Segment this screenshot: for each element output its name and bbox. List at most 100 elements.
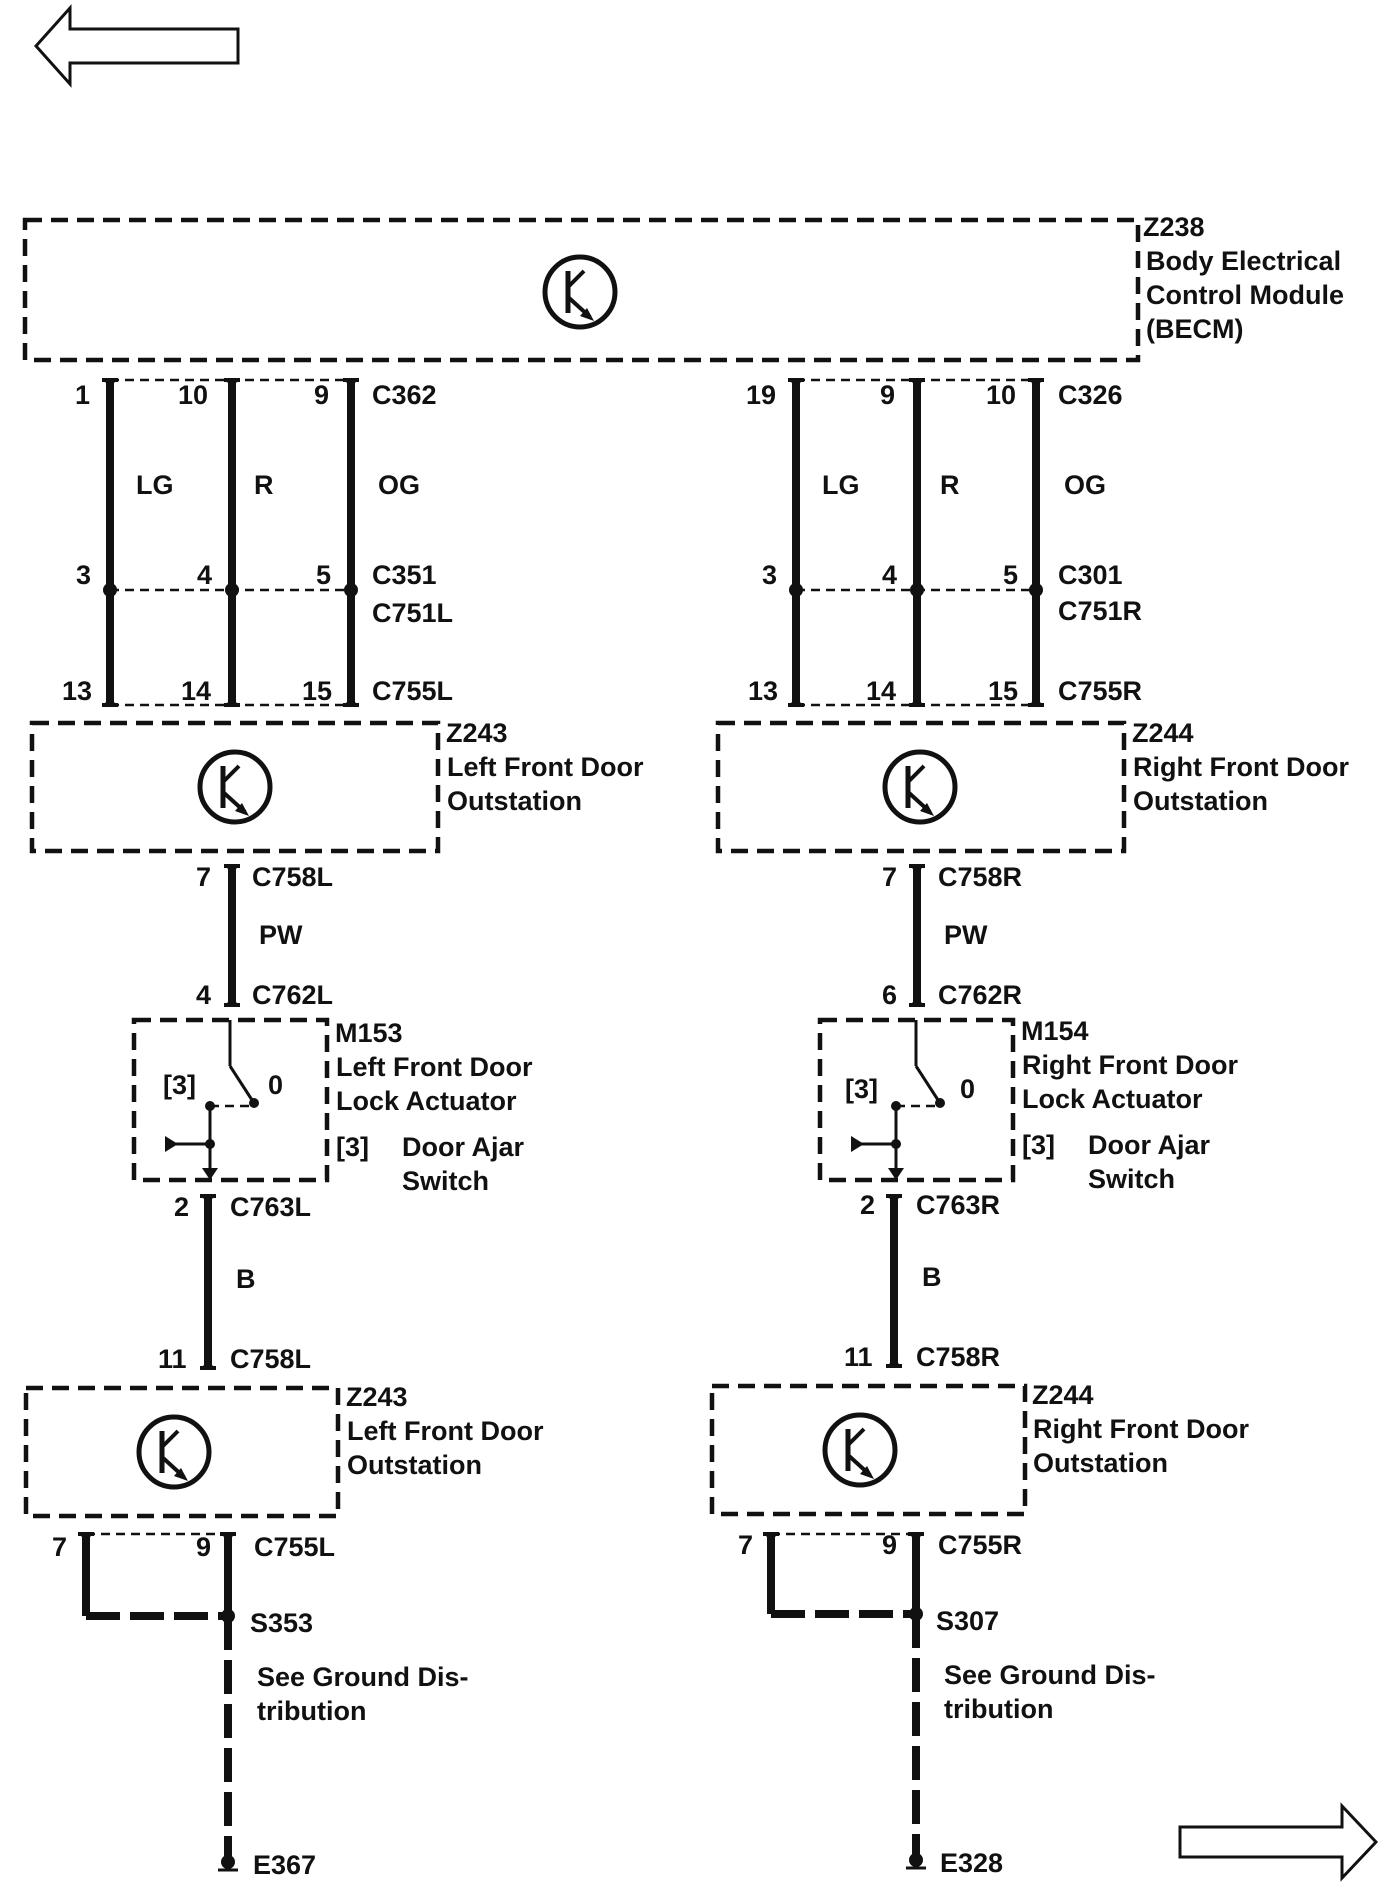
- left-outstation-bottom-id: Z243: [346, 1382, 408, 1412]
- becm-name-line3: (BECM): [1146, 314, 1243, 344]
- becm-name-line2: Control Module: [1146, 280, 1344, 310]
- right-outstation-top-id: Z244: [1132, 718, 1194, 748]
- right-outstation-top-box: [715, 720, 1127, 854]
- left-ajar-ref: [3]: [336, 1132, 369, 1162]
- right-wire-color-1: LG: [822, 470, 860, 500]
- right-outstation-top-line2: Outstation: [1133, 786, 1268, 816]
- left-b-connector-bottom: C758L: [230, 1344, 311, 1374]
- right-wire-color-3: OG: [1064, 470, 1106, 500]
- left-outstation-top-line2: Outstation: [447, 786, 582, 816]
- right-ground-connector: C755R: [938, 1530, 1022, 1560]
- left-ground-connector: C755L: [254, 1532, 335, 1562]
- left-pw-pin-top: 7: [196, 862, 211, 892]
- transistor-icon: [545, 257, 615, 327]
- prev-page-arrow[interactable]: [33, 4, 240, 88]
- right-mid-pin-3: 5: [1003, 560, 1018, 590]
- left-wire-color-1: LG: [136, 470, 174, 500]
- right-circuit: 19 9 10 C326 LG R OG 3 4 5 C301 C751R 13…: [709, 378, 1349, 1878]
- left-outstation-bottom-line1: Left Front Door: [347, 1416, 544, 1446]
- right-outstation-top-line1: Right Front Door: [1133, 752, 1349, 782]
- left-wire-color-2: R: [254, 470, 274, 500]
- left-upper-pin-2: 10: [178, 380, 208, 410]
- right-ajar-ref: [3]: [1022, 1130, 1055, 1160]
- arrow-left-icon: [33, 4, 240, 88]
- right-pw-pin-top: 7: [882, 862, 897, 892]
- right-outstation-bottom-id: Z244: [1032, 1380, 1094, 1410]
- arrow-right-icon: [1178, 1802, 1379, 1882]
- right-b-color: B: [922, 1262, 942, 1292]
- right-mid-connector-top: C301: [1058, 560, 1123, 590]
- right-lower-pin-3: 15: [988, 676, 1018, 706]
- right-note-line2: tribution: [944, 1694, 1053, 1724]
- right-ajar-line1: Door Ajar: [1088, 1130, 1211, 1160]
- left-ajar-line2: Switch: [402, 1166, 489, 1196]
- right-outstation-bottom-line1: Right Front Door: [1033, 1414, 1249, 1444]
- right-actuator-switch-label: [3]: [845, 1074, 878, 1104]
- right-actuator-box: [817, 1017, 1016, 1183]
- left-actuator-line1: Left Front Door: [336, 1052, 533, 1082]
- right-mid-pin-1: 3: [762, 560, 777, 590]
- left-mid-pin-3: 5: [316, 560, 331, 590]
- left-lower-pin-1: 13: [62, 676, 92, 706]
- transistor-icon: [825, 1415, 895, 1485]
- right-lower-connector: C755R: [1058, 676, 1142, 706]
- left-ground-point: E367: [253, 1850, 316, 1880]
- left-upper-connector: C362: [372, 380, 437, 410]
- right-mid-pin-2: 4: [882, 560, 897, 590]
- right-ground-pin-2: 9: [882, 1530, 897, 1560]
- right-ajar-line2: Switch: [1088, 1164, 1175, 1194]
- right-upper-pin-2: 9: [880, 380, 895, 410]
- right-lower-pin-1: 13: [748, 676, 778, 706]
- transistor-icon: [200, 752, 270, 822]
- left-ground-pin-1: 7: [52, 1532, 67, 1562]
- right-wire-color-2: R: [940, 470, 960, 500]
- next-page-arrow[interactable]: [1178, 1802, 1379, 1882]
- left-outstation-bottom-box: [23, 1385, 341, 1519]
- transistor-icon: [139, 1417, 209, 1487]
- left-lower-connector: C755L: [372, 676, 453, 706]
- left-ground-pin-2: 9: [196, 1532, 211, 1562]
- becm-id: Z238: [1143, 212, 1205, 242]
- left-upper-pin-3: 9: [314, 380, 329, 410]
- left-outstation-top-id: Z243: [446, 718, 508, 748]
- right-upper-pin-1: 19: [746, 380, 776, 410]
- left-mid-pin-1: 3: [76, 560, 91, 590]
- right-pw-pin-bottom: 6: [882, 980, 897, 1010]
- left-ajar-line1: Door Ajar: [402, 1132, 525, 1162]
- right-upper-connector: C326: [1058, 380, 1123, 410]
- right-b-connector-bottom: C758R: [916, 1342, 1000, 1372]
- becm-module: Z238 Body Electrical Control Module (BEC…: [22, 212, 1344, 363]
- becm-name-line1: Body Electrical: [1146, 246, 1341, 276]
- left-note-line2: tribution: [257, 1696, 366, 1726]
- right-actuator-switch-state: 0: [960, 1074, 975, 1104]
- left-mid-connector-top: C351: [372, 560, 437, 590]
- left-actuator-switch-state: 0: [268, 1070, 283, 1100]
- left-pw-connector-bottom: C762L: [252, 980, 333, 1010]
- right-note-line1: See Ground Dis-: [944, 1660, 1156, 1690]
- left-lower-pin-2: 14: [181, 676, 211, 706]
- right-splice: S307: [936, 1606, 999, 1636]
- right-b-connector-top: C763R: [916, 1190, 1000, 1220]
- right-actuator-id: M154: [1021, 1016, 1089, 1046]
- right-pw-color: PW: [944, 920, 988, 950]
- right-actuator-line2: Lock Actuator: [1022, 1084, 1203, 1114]
- left-pw-color: PW: [259, 920, 303, 950]
- left-splice: S353: [250, 1608, 313, 1638]
- left-pw-pin-bottom: 4: [196, 980, 211, 1010]
- left-outstation-top-box: [29, 720, 441, 854]
- transistor-icon: [885, 752, 955, 822]
- right-b-pin-top: 2: [860, 1190, 875, 1220]
- left-note-line1: See Ground Dis-: [257, 1662, 469, 1692]
- left-b-pin-bottom: 11: [158, 1344, 187, 1374]
- right-lower-pin-2: 14: [866, 676, 896, 706]
- left-actuator-id: M153: [335, 1018, 403, 1048]
- left-mid-connector-bottom: C751L: [372, 598, 453, 628]
- right-pw-connector-top: C758R: [938, 862, 1022, 892]
- left-outstation-bottom-line2: Outstation: [347, 1450, 482, 1480]
- left-lock-switch: [165, 1020, 259, 1180]
- left-b-pin-top: 2: [174, 1192, 189, 1222]
- right-mid-connector-bottom: C751R: [1058, 596, 1142, 626]
- right-outstation-bottom-box: [709, 1383, 1028, 1517]
- right-b-pin-bottom: 11: [844, 1342, 873, 1372]
